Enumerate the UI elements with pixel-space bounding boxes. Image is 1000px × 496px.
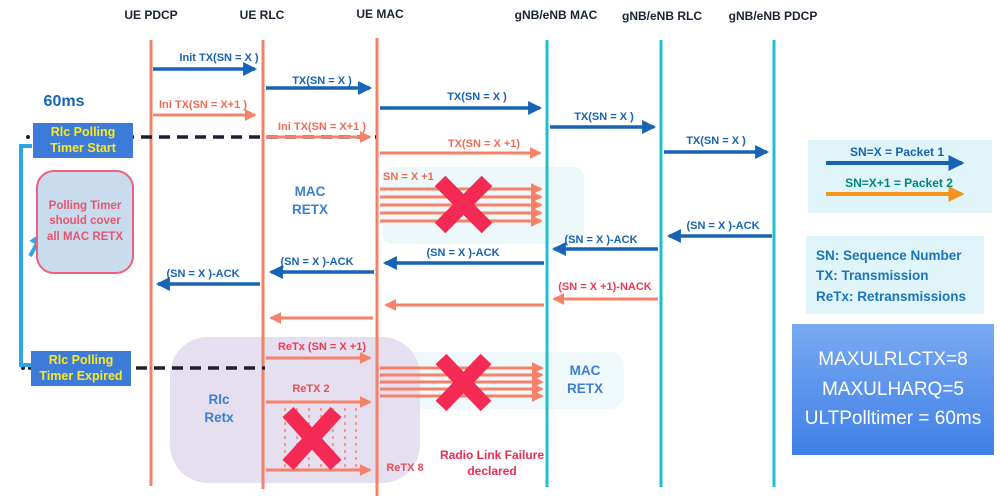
msg-retx-2: ReTX 2 — [292, 383, 330, 395]
msg-sn-x1: SN = X +1 — [383, 171, 434, 183]
radio-link-failure-label: Radio Link Failure declared — [439, 448, 544, 478]
timer-duration-label: 60ms — [43, 93, 85, 110]
msg-ini-tx-x1-rlc: Ini TX(SN = X+1 ) — [277, 121, 367, 133]
legend-packet2-label: SN=X+1 = Packet 2 — [845, 176, 953, 190]
msg-ack-2: (SN = X )-ACK — [564, 234, 638, 246]
polling-note-text: Polling Timer should cover all MAC RETX — [46, 199, 124, 243]
abbreviation-tx: TX: Transmission — [816, 268, 929, 284]
msg-tx-x-3: TX(SN = X ) — [574, 111, 634, 123]
abbreviations-box: SN: Sequence Number TX: Transmission ReT… — [806, 236, 984, 314]
msg-retx-8: ReTX 8 — [386, 462, 424, 474]
msg-ack-5: (SN = X )-ACK — [166, 268, 240, 280]
timer-bracket — [19, 144, 32, 367]
lifeline-header-ue-rlc: UE RLC — [239, 8, 285, 22]
msg-retx-sn-x1: ReTx (SN = X +1) — [277, 341, 367, 353]
failure-x-marks — [282, 175, 493, 471]
config-maxulrlctx: MAXULRLCTX=8 — [818, 349, 968, 371]
lifeline-header-ue-pdcp: UE PDCP — [124, 8, 178, 22]
lifeline-header-gnb-rlc: gNB/eNB RLC — [622, 9, 702, 23]
lifeline-header-gnb-mac: gNB/eNB MAC — [514, 8, 598, 22]
msg-init-tx: Init TX(SN = X ) — [179, 52, 259, 64]
x-mark-bottom — [435, 353, 492, 412]
abbreviation-sn: SN: Sequence Number — [816, 248, 962, 263]
lifeline-header-ue-mac: UE MAC — [356, 7, 404, 21]
msg-nack-x1: (SN = X +1)-NACK — [558, 281, 652, 293]
msg-tx-x1: TX(SN = X +1) — [447, 138, 521, 150]
msg-ini-tx-x1: Ini TX(SN = X+1 ) — [158, 99, 248, 111]
msg-tx-x-4: TX(SN = X ) — [686, 135, 746, 147]
lifeline-header-gnb-pdcp: gNB/eNB PDCP — [728, 9, 818, 23]
rlc-retx-label: Rlc Retx — [204, 392, 234, 425]
msg-ack-1: (SN = X )-ACK — [686, 220, 760, 232]
mac-retx-label-left: MAC RETX — [291, 184, 328, 217]
mac-retx-label-right: MAC RETX — [566, 363, 603, 396]
polling-timer-expired-label: Rlc Polling Timer Expired — [31, 351, 131, 387]
msg-ack-3: (SN = X )-ACK — [426, 247, 500, 259]
config-ultpolltimer: ULTPolltimer = 60ms — [804, 408, 982, 430]
config-box: MAXULRLCTX=8 MAXULHARQ=5 ULTPolltimer = … — [792, 324, 994, 455]
abbreviation-retx: ReTx: Retransmissions — [816, 288, 967, 304]
msg-tx-x-2: TX(SN = X ) — [447, 91, 507, 103]
msg-tx-x-1: TX(SN = X ) — [292, 75, 352, 87]
msg-ack-4: (SN = X )-ACK — [280, 256, 354, 268]
x-mark-rlc-retx — [282, 406, 342, 471]
polling-note-bubble: Polling Timer should cover all MAC RETX — [36, 170, 134, 274]
config-maxulharq: MAXULHARQ=5 — [821, 378, 965, 400]
dashed-line-dot-top — [26, 135, 30, 139]
polling-timer-start-label: Rlc Polling Timer Start — [33, 123, 133, 159]
x-mark-top — [434, 175, 493, 234]
lifelines — [149, 38, 776, 496]
legend-packet1-label: SN=X = Packet 1 — [849, 145, 945, 159]
blue-arrows — [153, 62, 772, 291]
